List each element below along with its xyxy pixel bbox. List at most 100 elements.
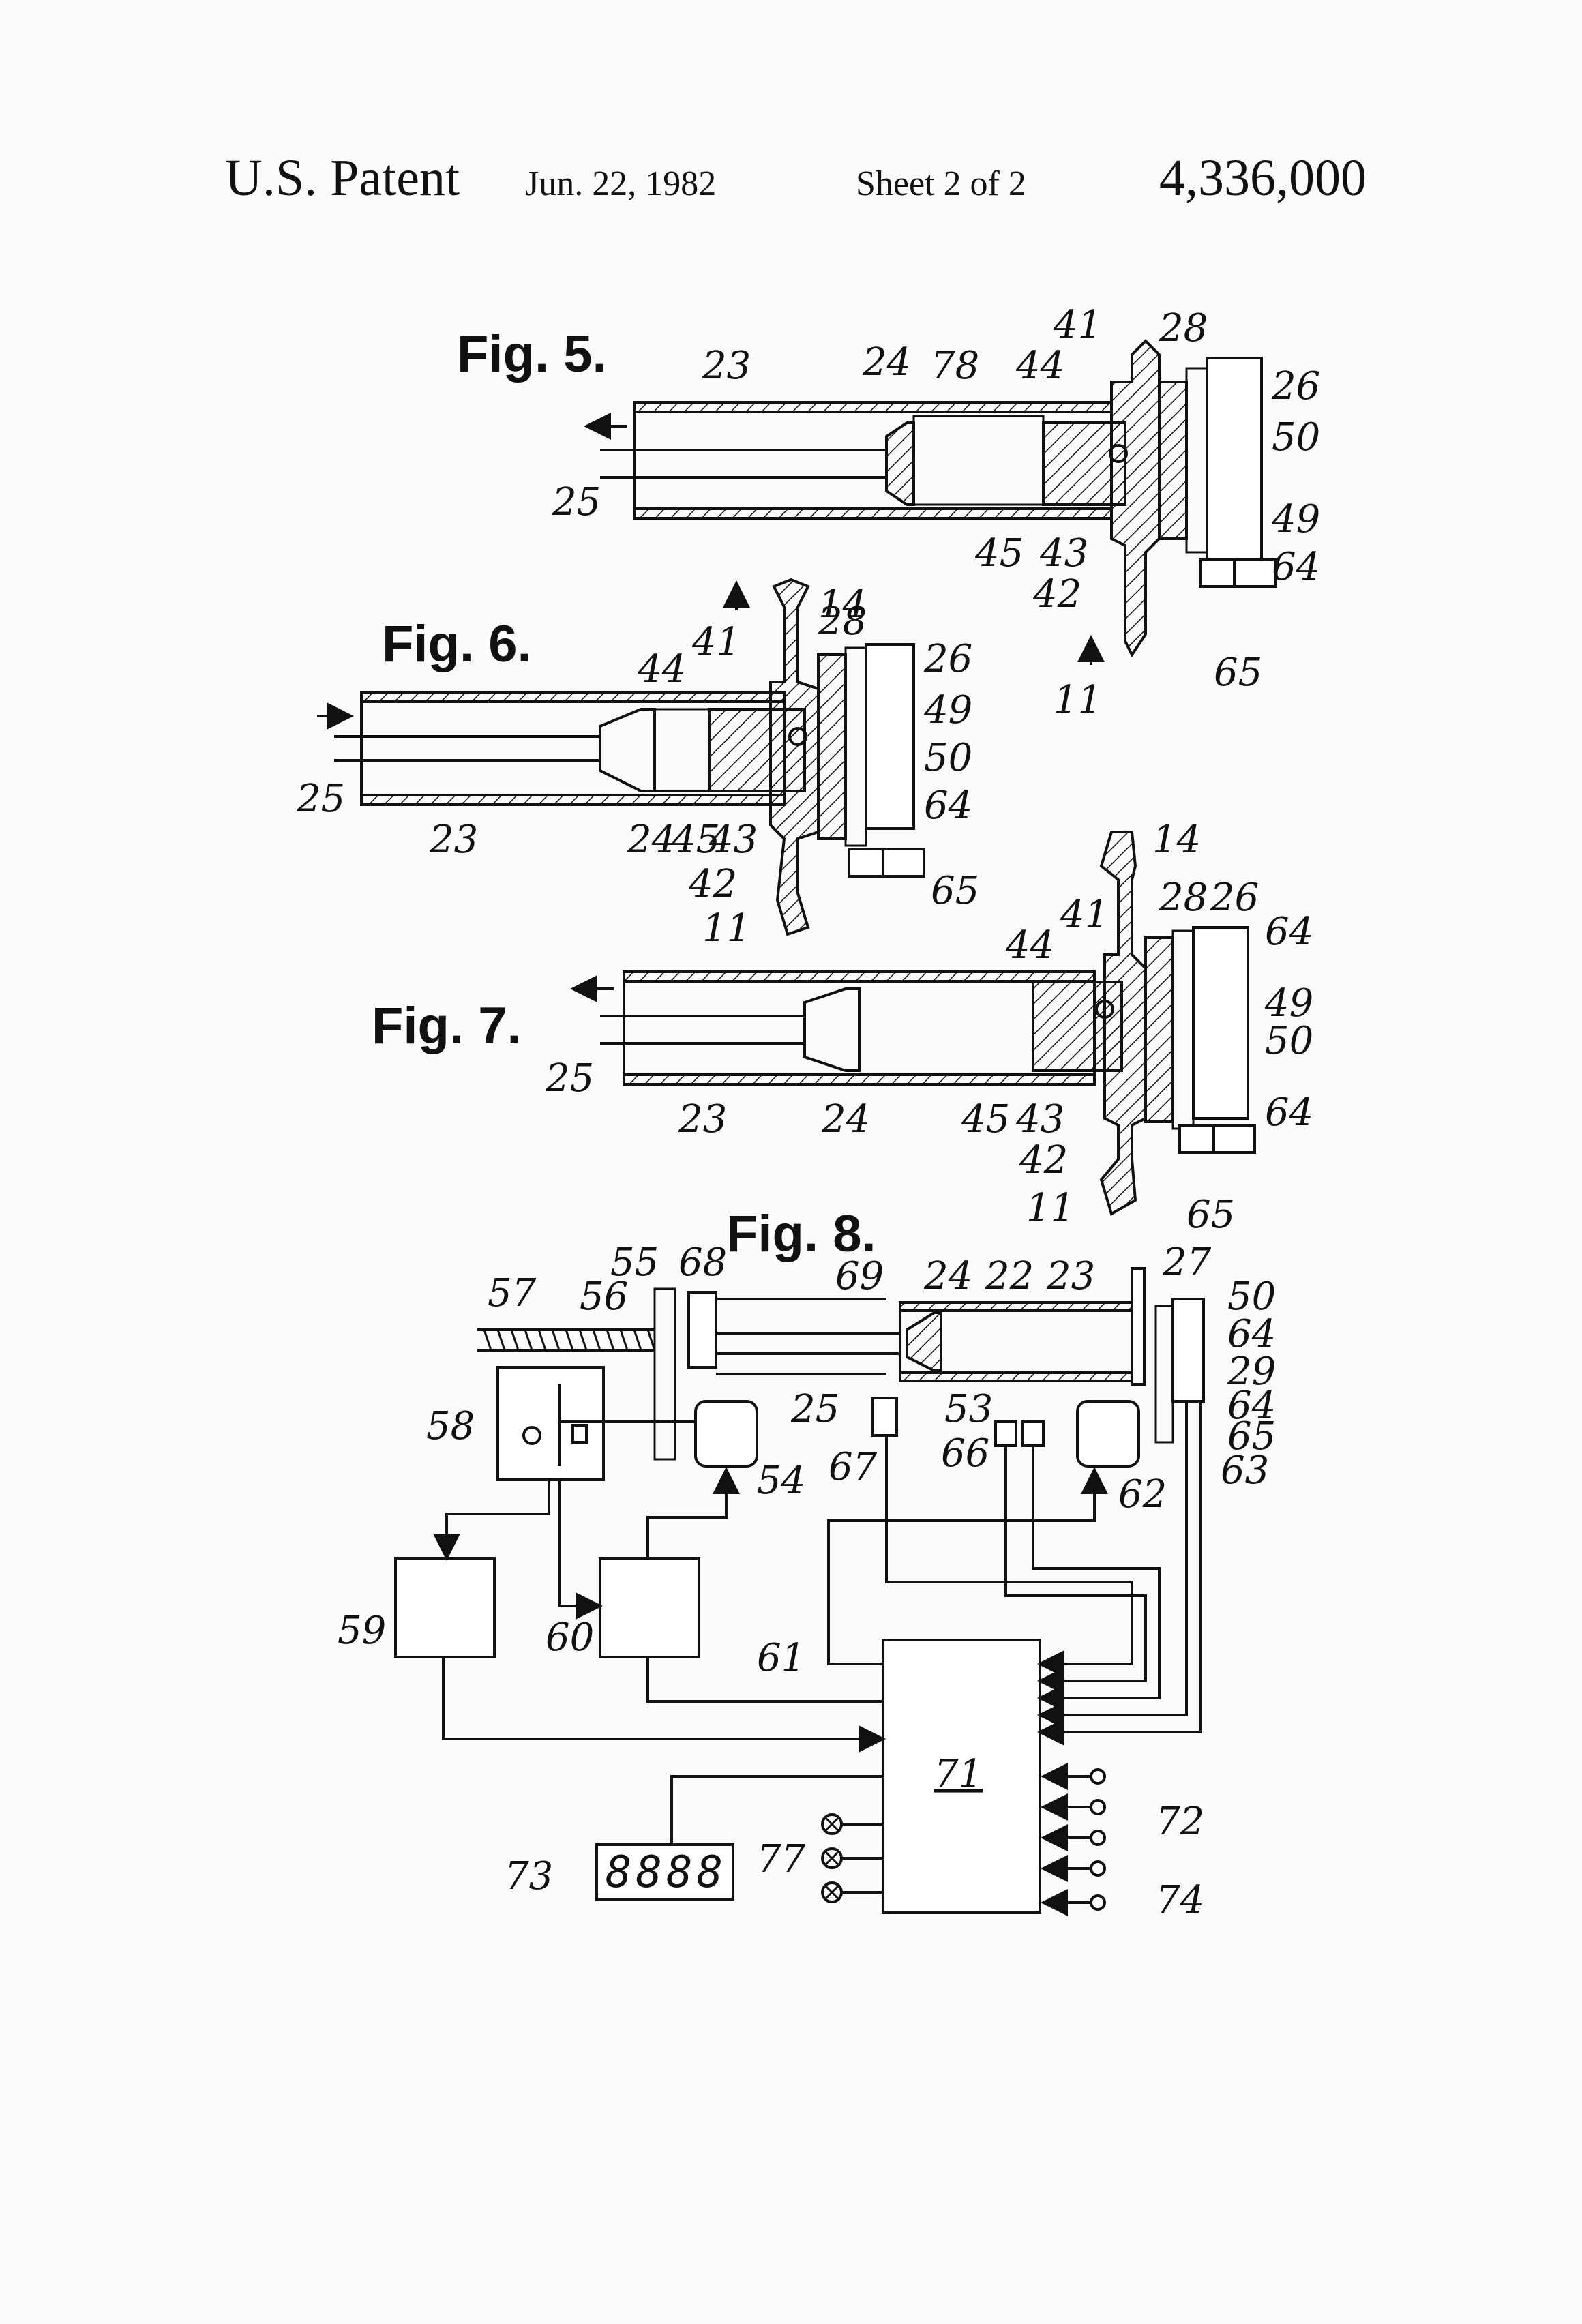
fig8-plunger [906,1311,942,1372]
fig8-label-24: 24 [923,1254,972,1298]
fig6-labels: 14 41 28 26 44 49 50 64 65 42 11 24 45 4… [296,582,979,951]
fig5-label-25: 25 [552,480,601,524]
fig6-plunger [599,708,656,792]
fig6-label-26: 26 [923,637,972,681]
fig8-wire-66-71 [1004,1446,1147,1695]
fig8-sensor-66b [1021,1420,1045,1447]
fig6-label-41: 41 [691,620,741,664]
figure-6: Fig. 6. 14 41 28 26 44 49 50 64 65 42 11 [296,578,979,951]
fig8-label-77: 77 [757,1837,806,1881]
fig8-title: Fig. 8. [726,1205,876,1263]
fig8-label-54: 54 [757,1459,805,1503]
fig5-barrel-wall-bottom [633,507,1113,520]
fig8-label-22: 22 [985,1254,1034,1298]
fig8-motor-54 [694,1400,758,1468]
fig8-wire-67-71 [885,1435,1133,1678]
fig7-label-41: 41 [1060,893,1109,937]
fig7-housing [1099,831,1147,1216]
fig8-label-64a: 64 [1227,1312,1276,1356]
fig8-wire-64-71 [1037,1401,1188,1729]
fig8-screw-thread [483,1329,656,1351]
fig6-label-64: 64 [924,784,972,828]
fig6-disk [817,653,847,840]
fig6-barrel-wall-bottom [360,794,786,806]
fig6-sensor-b [882,848,925,878]
fig5-label-24: 24 [862,340,911,385]
fig5-plunger [885,421,915,506]
fig8-wire-71-60 [646,1657,883,1703]
fig6-barrel-wall-top [360,691,786,703]
fig8-controller-71-label: 71 [934,1752,983,1796]
fig5-label-64: 64 [1272,545,1320,589]
fig7-label-45: 45 [961,1097,1010,1142]
fig8-sensor-67 [871,1397,898,1437]
fig7-disk [1144,936,1174,1123]
fig6-housing [769,578,820,936]
fig6-label-43: 43 [708,818,758,862]
fig6-label-25: 25 [296,777,345,821]
fig8-label-59: 59 [338,1609,386,1653]
figure-7: Fig. 7. 14 41 28 26 64 44 49 50 64 25 23… [372,818,1313,1237]
fig8-wire-58-60 [558,1480,603,1620]
fig5-label-43: 43 [1039,531,1088,576]
fig7-label-64a: 64 [1265,910,1313,954]
fig8-slider [687,1291,717,1369]
fig8-barrel-wall-top [899,1301,1140,1312]
fig7-labels: 14 41 28 26 64 44 49 50 64 25 23 24 45 4… [545,818,1313,1237]
fig6-label-24: 24 [627,818,676,862]
fig6-label-42: 42 [688,862,737,906]
fig8-display-digits: 8888 [606,1847,727,1898]
fig6-control-unit [865,643,915,830]
fig7-label-65: 65 [1186,1193,1235,1237]
fig8-gear-55 [653,1287,676,1461]
fig5-control-unit [1206,357,1263,564]
fig8-label-63: 63 [1221,1448,1269,1493]
fig5-labels: 23 24 78 44 41 28 26 50 49 64 65 45 43 4… [552,303,1320,722]
fig5-disk [1158,381,1188,540]
fig7-barrel-wall-bottom [623,1073,1096,1086]
fig7-label-64b: 64 [1265,1090,1313,1135]
fig5-label-45: 45 [974,531,1024,576]
fig8-label-66: 66 [941,1431,989,1476]
fig5-label-49: 49 [1271,497,1320,541]
sheet-info: Sheet 2 of 2 [856,164,1026,203]
fig8-sensor-66a [994,1420,1017,1447]
fig8-label-25: 25 [790,1387,839,1431]
figure-8: Fig. 8. 71 [338,1205,1276,1922]
fig8-label-62: 62 [1118,1472,1167,1517]
fig8-encoder-sensor [571,1424,588,1444]
fig8-label-56: 56 [580,1275,628,1319]
fig8-switches [1041,1763,1106,1916]
patent-number: 4,336,000 [1159,149,1367,207]
fig8-wire-59-71 [442,1657,886,1753]
fig8-encoder-58 [496,1366,605,1481]
fig7-label-23: 23 [678,1097,727,1142]
fig7-label-14: 14 [1152,818,1201,862]
fig6-label-49: 49 [923,688,972,732]
fig7-sensor-b [1212,1124,1256,1154]
fig8-label-74: 74 [1156,1878,1204,1922]
fig5-label-26: 26 [1271,364,1320,408]
fig5-label-78: 78 [931,344,979,388]
fig5-label-11: 11 [1054,678,1102,722]
fig8-port-27 [1131,1267,1146,1386]
fig8-label-65: 65 [1227,1414,1276,1459]
fig8-motor-62 [1076,1400,1140,1468]
fig8-encoder-lamp [522,1426,541,1445]
fig7-label-43: 43 [1015,1097,1064,1142]
fig7-control-unit [1192,926,1249,1120]
fig7-label-44: 44 [1005,923,1054,968]
fig6-label-44: 44 [637,647,686,691]
fig8-wire-58-59 [433,1480,550,1561]
fig6-label-23: 23 [429,818,478,862]
fig8-label-53: 53 [944,1387,993,1431]
fig8-label-23: 23 [1046,1254,1095,1298]
fig8-label-50: 50 [1227,1275,1276,1319]
fig8-label-68: 68 [678,1240,727,1285]
fig7-label-24: 24 [821,1097,870,1142]
fig8-label-73: 73 [505,1854,553,1898]
fig8-label-61: 61 [757,1636,805,1680]
fig8-controller-71 [882,1639,1041,1914]
fig7-label-26: 26 [1210,876,1259,920]
